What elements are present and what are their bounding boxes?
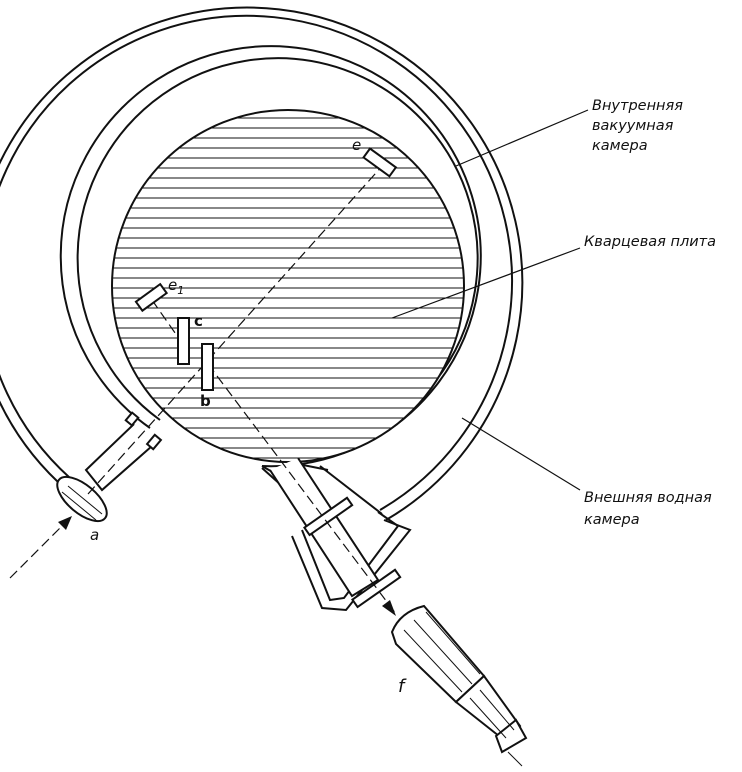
leader-inner-chamber [455,109,589,167]
mirror-e1 [134,282,169,313]
letter-a: a [90,526,99,544]
label-outer-chamber-line2: камера [584,512,640,528]
letter-e: e [352,136,361,154]
beam-e1-c [151,299,181,341]
beam-to-telescope [207,363,397,615]
mirror-e [362,147,398,178]
label-inner-chamber-line1: Внутренняя [592,98,683,114]
lens-a [56,475,108,523]
letter-e1-main: e [168,276,177,294]
beam-incoming [9,517,71,579]
plate-b [201,343,214,391]
letter-e1: e1 [168,276,184,297]
letter-b: b [200,392,211,410]
flange-upper [303,496,354,537]
letter-e1-sub: 1 [177,284,184,297]
leader-quartz-plate [391,247,581,319]
label-inner-chamber-line2: вакуумная [592,118,674,134]
light-path [9,163,397,615]
outer-water-chamber [0,6,524,521]
outer-wall-inner [0,14,513,511]
letter-c: c [194,312,203,330]
outer-wall-outer [0,6,524,521]
beam-to-e [87,163,385,495]
plate-c [177,317,190,365]
telescope-f [390,604,528,767]
label-quartz-plate: Кварцевая плита [584,234,716,250]
entrance-tube [84,411,163,492]
leader-lines [391,109,589,491]
exit-tube [269,457,402,609]
letter-f: f [398,676,407,697]
arrow-to-telescope [382,600,396,616]
leader-outer-chamber [461,417,581,491]
optical-elements [134,147,398,391]
arrow-incoming [58,516,72,530]
arrowheads [58,516,396,616]
label-inner-chamber-line3: камера [592,138,648,154]
label-outer-chamber-line1: Внешняя водная [584,490,712,506]
